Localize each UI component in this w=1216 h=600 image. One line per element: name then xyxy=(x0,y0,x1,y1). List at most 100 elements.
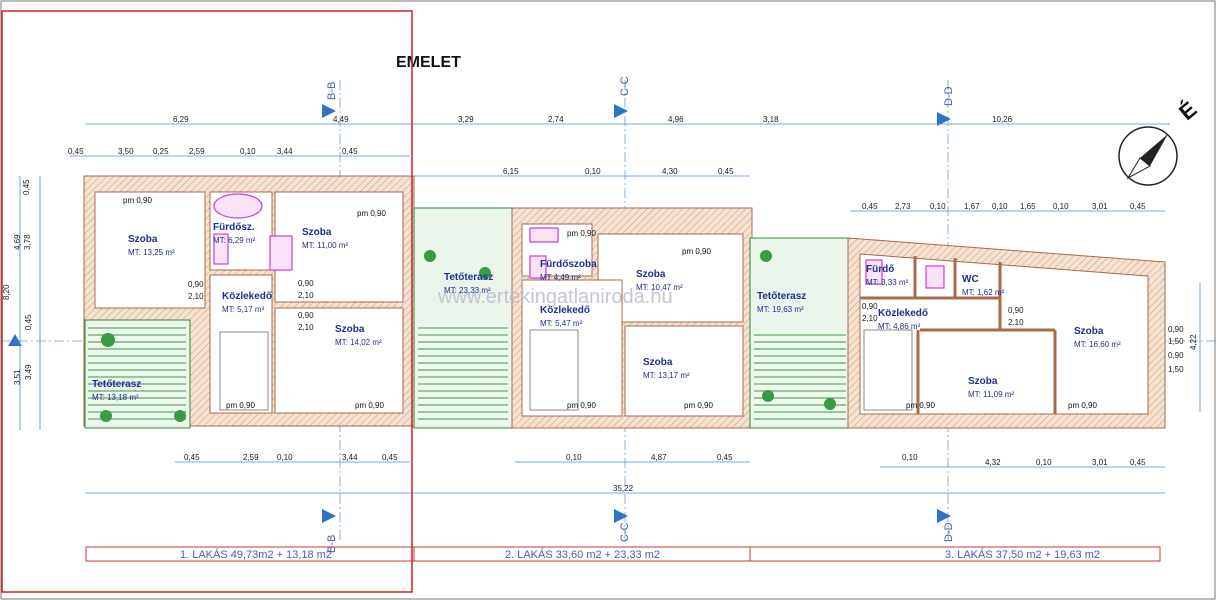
dimension-label: 4,30 xyxy=(662,167,678,176)
dimension-label: 0,90 xyxy=(1168,351,1184,360)
dimension-label: 6,15 xyxy=(503,167,519,176)
dimension-label: 2,73 xyxy=(895,202,911,211)
dimension-label: 0,25 xyxy=(153,147,169,156)
room-apt1-szoba1 xyxy=(94,191,206,309)
room-name: Fürdőszoba xyxy=(540,259,597,270)
dimension-label: 8,20 xyxy=(2,284,11,300)
room-name: Tetőterasz xyxy=(444,272,493,283)
room-area: MT 4,49 m² xyxy=(540,273,581,282)
dimension-label: 0,45 xyxy=(22,179,31,195)
dimension-label: 10,26 xyxy=(992,115,1013,124)
north-label: É xyxy=(1174,97,1201,126)
dimension-label: 0,45 xyxy=(382,453,398,462)
dimension-label: 3,50 xyxy=(118,147,134,156)
dimension-label: 4,69 xyxy=(13,234,22,250)
room-name: Fürdő xyxy=(866,264,894,275)
dimension-label: 4,32 xyxy=(985,458,1001,467)
page-title: EMELET xyxy=(396,54,461,71)
dimension-label: 4,87 xyxy=(651,453,667,462)
opening-label: pm 0,90 xyxy=(357,209,386,218)
room-name: Fürdősz. xyxy=(213,222,255,233)
apartment-summary-band: 1. LAKÁS 49,73m2 + 13,18 m2 2. LAKÁS 33,… xyxy=(85,546,1161,562)
room-name: Szoba xyxy=(1074,326,1104,337)
room-name: Szoba xyxy=(636,269,666,280)
section-label-cc-bottom: C-C xyxy=(619,522,631,542)
opening-label: pm 0,90 xyxy=(123,196,152,205)
watermark: www.ertekingatlaniroda.hu xyxy=(437,286,673,308)
room-name: Szoba xyxy=(968,376,998,387)
dimension-label: 3,01 xyxy=(1092,202,1108,211)
dimension-label: 0,45 xyxy=(68,147,84,156)
room-area: MT: 16,60 m² xyxy=(1074,340,1121,349)
opening-label: pm 0,90 xyxy=(684,401,713,410)
section-label-dd-top: D-D xyxy=(943,86,955,106)
dimension-label: 0,10 xyxy=(585,167,601,176)
room-area: MT: 13,18 m² xyxy=(92,393,139,402)
apartment-1-label: 1. LAKÁS 49,73m2 + 13,18 m2 xyxy=(180,548,332,561)
room-area: MT: 3,33 m² xyxy=(866,278,909,287)
door-dimension-label: 0,90 xyxy=(862,302,878,311)
room-name: Szoba xyxy=(335,324,365,335)
opening-label: pm 0,90 xyxy=(567,401,596,410)
dimension-label: 3,29 xyxy=(458,115,474,124)
room-area: MT: 19,63 m² xyxy=(757,305,804,314)
dimension-label: 0,10 xyxy=(1036,458,1052,467)
dimension-label: 0,45 xyxy=(24,314,33,330)
dimension-label: 3,44 xyxy=(342,453,358,462)
door-dimension-label: 0,90 xyxy=(1008,306,1024,315)
dimension-label: 0,45 xyxy=(342,147,358,156)
dimension-label: 2,59 xyxy=(189,147,205,156)
dimension-label: 0,45 xyxy=(862,202,878,211)
apartment-3-label: 3. LAKÁS 37,50 m2 + 19,63 m2 xyxy=(945,548,1100,561)
room-area: MT: 5,47 m² xyxy=(540,319,583,328)
door-dimension-label: 2,10 xyxy=(298,323,314,332)
dimension-label: 3,01 xyxy=(1092,458,1108,467)
room-area: MT: 10,47 m² xyxy=(636,283,683,292)
dimension-label: 0,10 xyxy=(1053,202,1069,211)
dimension-label: 2,74 xyxy=(548,115,564,124)
dimension-label: 0,90 xyxy=(1168,325,1184,334)
dimension-label: 0,45 xyxy=(718,167,734,176)
room-name: Szoba xyxy=(302,227,332,238)
opening-label: pm 0,90 xyxy=(1068,401,1097,410)
room-area: MT: 1,62 m² xyxy=(962,288,1005,297)
dimension-label: 1,65 xyxy=(1020,202,1036,211)
opening-label: pm 0,90 xyxy=(567,229,596,238)
dimension-label: 1,67 xyxy=(964,202,980,211)
dimension-label: 0,45 xyxy=(717,453,733,462)
section-label-dd-bottom: D-D xyxy=(943,522,955,542)
dimension-label: 4,96 xyxy=(668,115,684,124)
room-name: Közlekedő xyxy=(222,291,272,302)
dimension-label: 0,10 xyxy=(902,453,918,462)
opening-label: pm 0,90 xyxy=(226,401,255,410)
room-name: Szoba xyxy=(643,357,673,368)
section-label-bb-bottom: B-B xyxy=(326,535,338,553)
room-area: MT: 14,02 m² xyxy=(335,338,382,347)
dimension-label: 3,44 xyxy=(277,147,293,156)
room-area: MT: 11,09 m² xyxy=(968,390,1014,399)
opening-label: pm 0,90 xyxy=(682,247,711,256)
dimension-label: 0,10 xyxy=(992,202,1008,211)
door-dimension-label: 2,10 xyxy=(862,314,878,323)
room-area: MT: 23,33 m² xyxy=(444,286,491,295)
room-name: Tetőterasz xyxy=(92,379,141,390)
dimension-label: 1,50 xyxy=(1168,365,1184,374)
dimension-label: 3,51 xyxy=(13,369,22,385)
dimension-label: 0,10 xyxy=(240,147,256,156)
dimension-lines xyxy=(19,123,1201,494)
dimension-label: 0,45 xyxy=(1130,202,1146,211)
plant-icons xyxy=(100,250,836,422)
door-dimension-label: 2,10 xyxy=(188,292,204,301)
room-name: WC xyxy=(962,274,979,285)
room-name: Közlekedő xyxy=(540,305,590,316)
room-name: Szoba xyxy=(128,234,158,245)
room-name: Közlekedő xyxy=(878,308,928,319)
section-label-cc-top: C-C xyxy=(619,76,631,96)
north-arrow: É xyxy=(1118,97,1201,186)
room-area: MT: 6,29 m² xyxy=(213,236,256,245)
dimension-label: 2,59 xyxy=(243,453,259,462)
door-dimension-label: 0,90 xyxy=(298,279,314,288)
dimension-label: 0,10 xyxy=(277,453,293,462)
